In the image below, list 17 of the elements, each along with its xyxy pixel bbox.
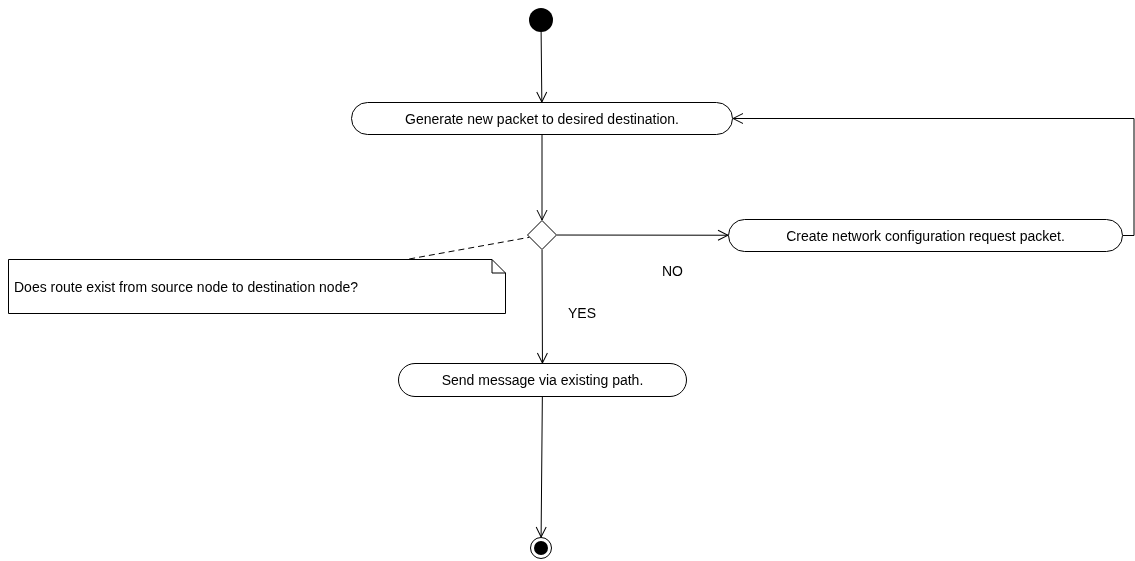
note-text: Does route exist from source node to destination node?: [14, 278, 358, 295]
arrow: [536, 31, 548, 103]
arrow: [535, 396, 547, 538]
arrow: [732, 113, 1135, 236]
note-box: [8, 259, 506, 314]
action-box: Send message via existing path.: [398, 363, 687, 397]
decision-diamond: [527, 220, 557, 250]
end-node: [530, 537, 552, 559]
arrow: [556, 229, 729, 241]
edge-label: NO: [662, 263, 683, 279]
start-node: [529, 8, 553, 32]
arrow: [536, 249, 548, 364]
arrow: [536, 134, 548, 221]
edge-label: YES: [568, 305, 596, 321]
action-box: Create network configuration request packet.: [728, 219, 1123, 252]
action-box: Generate new packet to desired destination.: [351, 102, 733, 135]
note-link: [408, 236, 530, 260]
